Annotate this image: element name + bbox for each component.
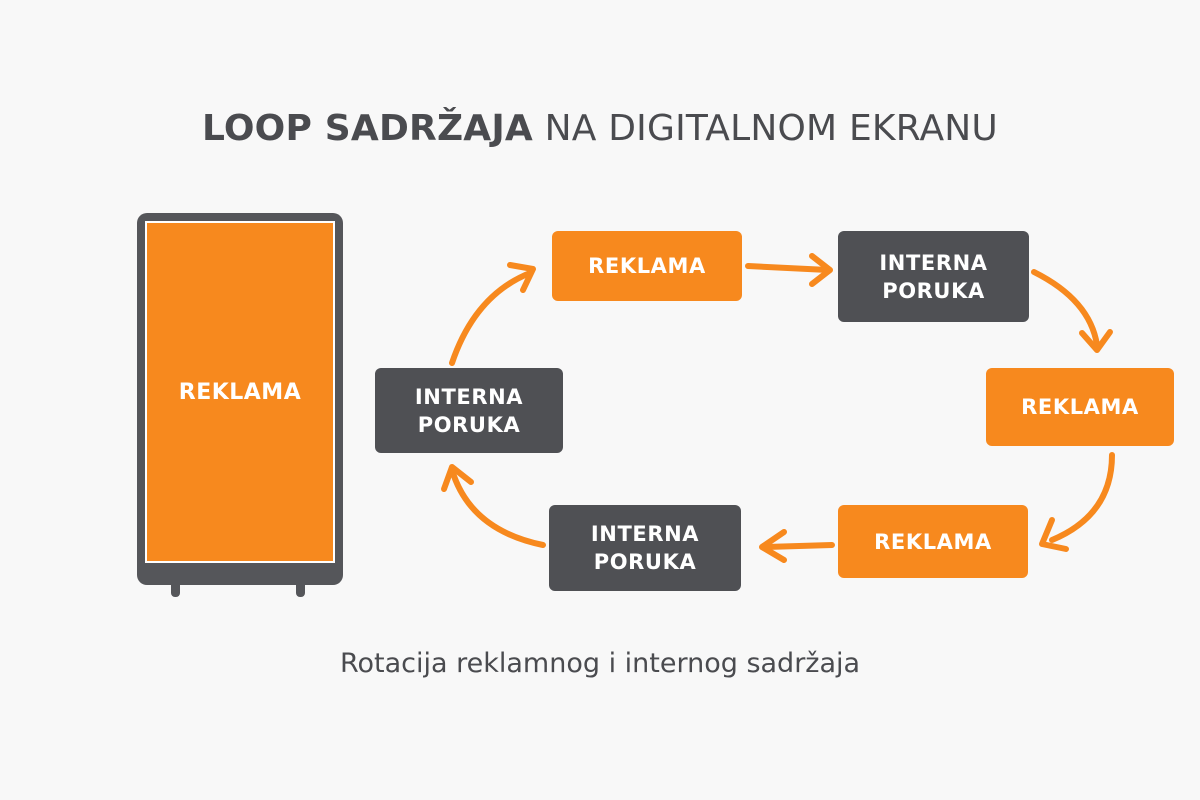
loop-node-reklama-right: REKLAMA bbox=[986, 368, 1174, 446]
title-bold: LOOP SADRŽAJA bbox=[202, 108, 533, 149]
loop-node-interna-bottom: INTERNA PORUKA bbox=[549, 505, 741, 591]
node-label-line2: PORUKA bbox=[882, 278, 985, 303]
node-label-line1: INTERNA bbox=[590, 522, 700, 546]
arrow-icon bbox=[1031, 269, 1100, 348]
arrow-icon bbox=[763, 542, 835, 550]
node-label-line2: PORUKA bbox=[417, 412, 521, 437]
node-label-line2: PORUKA bbox=[593, 550, 697, 574]
arrow-icon bbox=[1049, 452, 1115, 543]
arrowhead-icon bbox=[507, 262, 536, 293]
arrowhead-icon bbox=[1079, 329, 1113, 353]
node-label: REKLAMA bbox=[588, 254, 706, 278]
kiosk-leg-right bbox=[296, 583, 305, 597]
node-label: REKLAMA bbox=[874, 529, 992, 554]
loop-node-interna-left: INTERNA PORUKA bbox=[375, 368, 563, 453]
digital-kiosk-display: REKLAMA bbox=[137, 213, 343, 585]
loop-node-reklama-bottom: REKLAMA bbox=[838, 505, 1028, 578]
arrow-icon bbox=[449, 467, 546, 548]
node-label: REKLAMA bbox=[1021, 395, 1139, 419]
arrowhead-icon bbox=[809, 253, 833, 287]
arrow-icon bbox=[449, 270, 533, 366]
loop-node-reklama-top: REKLAMA bbox=[552, 231, 742, 301]
node-label-line1: INTERNA bbox=[414, 384, 524, 409]
arrowhead-icon bbox=[1039, 517, 1069, 552]
arrowhead-icon bbox=[441, 464, 474, 492]
arrow-icon bbox=[745, 263, 831, 273]
diagram-title: LOOP SADRŽAJA NA DIGITALNOM EKRANU bbox=[0, 108, 1200, 149]
diagram-caption: Rotacija reklamnog i internog sadržaja bbox=[339, 648, 861, 679]
node-label-line1: INTERNA bbox=[879, 250, 988, 275]
arrowhead-icon bbox=[759, 529, 787, 563]
kiosk-screen: REKLAMA bbox=[145, 221, 335, 563]
loop-node-interna-top: INTERNA PORUKA bbox=[838, 231, 1029, 322]
kiosk-leg-left bbox=[171, 583, 180, 597]
title-light: NA DIGITALNOM EKRANU bbox=[544, 108, 998, 149]
kiosk-screen-label: REKLAMA bbox=[178, 379, 302, 405]
